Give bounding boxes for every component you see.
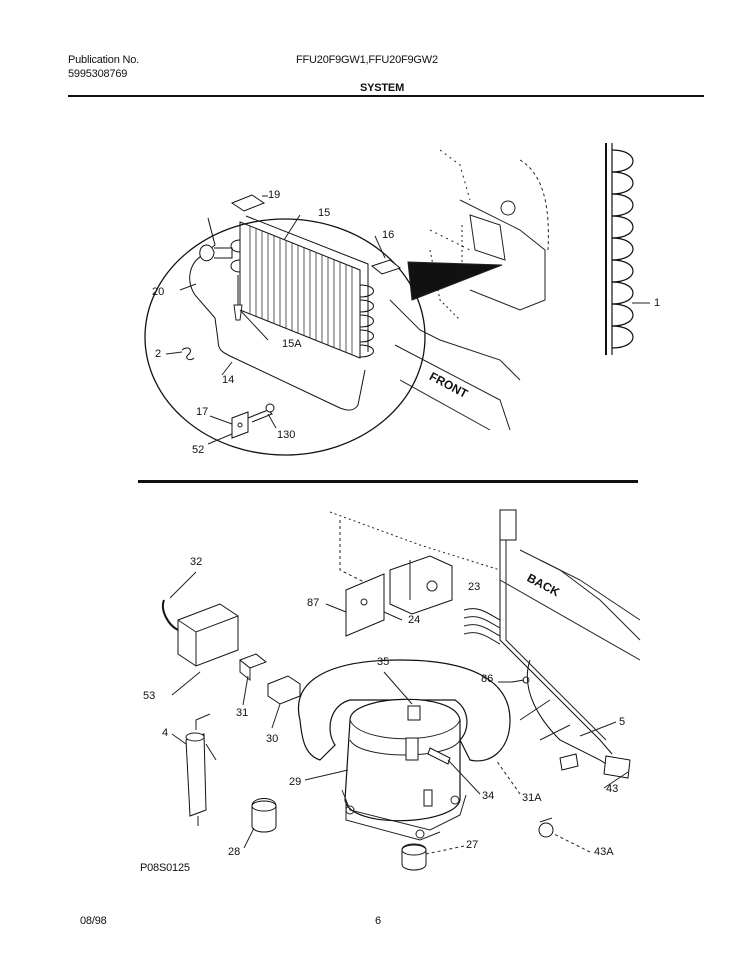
publication-label: Publication No. (68, 54, 139, 66)
callout-23: 23 (468, 581, 481, 593)
callout-16: 16 (382, 229, 395, 241)
callout-14: 14 (222, 374, 235, 386)
callout-53: 53 (143, 690, 156, 702)
publication-number: 5995308769 (68, 68, 128, 80)
callout-28: 28 (228, 846, 241, 858)
callout-27: 27 (466, 839, 479, 851)
callout-24: 24 (408, 614, 421, 626)
callout-4: 4 (162, 727, 169, 739)
callout-17: 17 (196, 406, 209, 418)
callout-86: 86 (481, 673, 494, 685)
callout-31: 31 (236, 707, 249, 719)
callout-43a: 43A (594, 846, 614, 858)
callout-15a: 15A (282, 338, 302, 350)
callout-32: 32 (190, 556, 203, 568)
callout-43: 43 (606, 783, 619, 795)
page-number: 6 (375, 915, 381, 927)
figure-code: P08S0125 (140, 862, 190, 874)
header-rule (68, 95, 704, 97)
model-numbers: FFU20F9GW1,FFU20F9GW2 (296, 54, 438, 66)
callout-52: 52 (192, 444, 205, 456)
callout-15: 15 (318, 207, 331, 219)
callout-5: 5 (619, 716, 626, 728)
callout-35: 35 (377, 656, 390, 668)
callout-30: 30 (266, 733, 279, 745)
footer-date: 08/98 (80, 915, 107, 927)
callout-1: 1 (654, 297, 661, 309)
callout-34: 34 (482, 790, 495, 802)
callout-2: 2 (155, 348, 162, 360)
callout-20: 20 (152, 286, 165, 298)
callout-130: 130 (277, 429, 296, 441)
callout-19: 19 (268, 189, 281, 201)
callout-29: 29 (289, 776, 302, 788)
callout-87: 87 (307, 597, 320, 609)
callout-31a: 31A (522, 792, 542, 804)
section-title: SYSTEM (360, 82, 405, 94)
